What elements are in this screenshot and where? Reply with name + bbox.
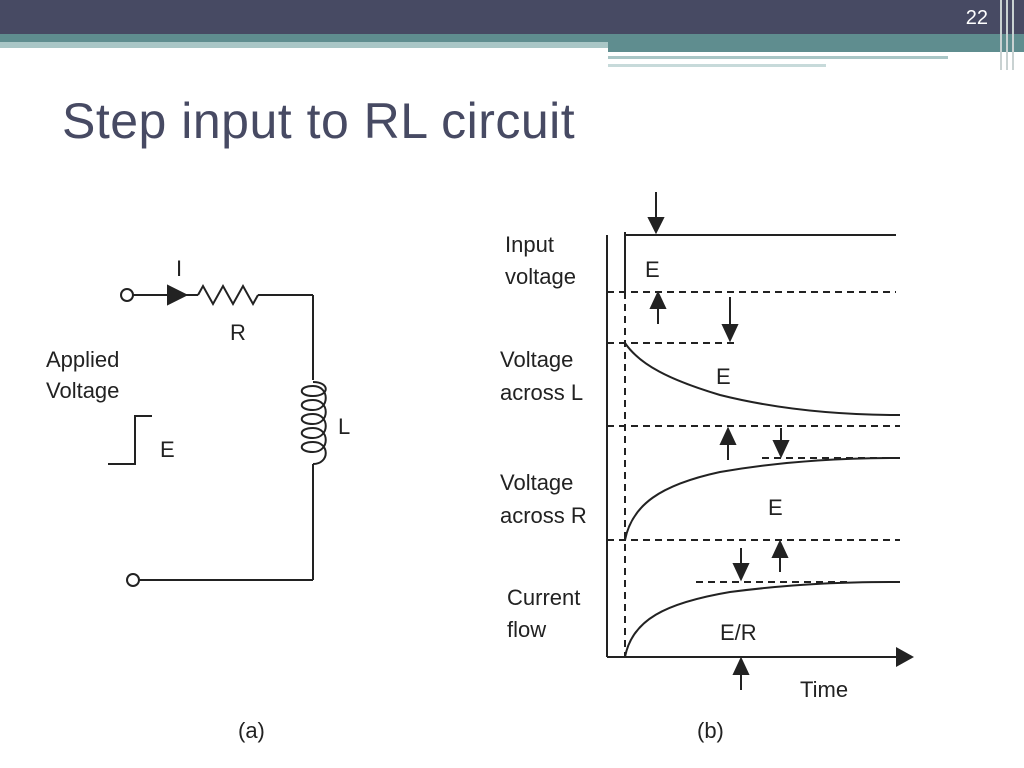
decor-line bbox=[1000, 0, 1002, 70]
waveform-diagram bbox=[606, 232, 914, 667]
magnitude-arrows bbox=[647, 192, 790, 690]
decor-line bbox=[1006, 0, 1008, 70]
caption-b: (b) bbox=[697, 718, 724, 743]
decor-line bbox=[608, 64, 826, 67]
slide-number: 22 bbox=[965, 7, 988, 29]
input-terminal-bottom bbox=[126, 573, 140, 587]
applied-voltage-label: Voltage bbox=[46, 378, 119, 403]
resistor-label: R bbox=[230, 320, 246, 345]
step-voltage-label: E bbox=[160, 437, 175, 462]
row-label-inductor: across L bbox=[500, 380, 583, 405]
slide-top-bar bbox=[0, 0, 1024, 34]
row-label-current: flow bbox=[507, 617, 546, 642]
current-arrow bbox=[167, 284, 189, 306]
time-axis-label: Time bbox=[800, 677, 848, 702]
inductor-coil bbox=[300, 381, 327, 465]
input-terminal-top bbox=[120, 288, 134, 302]
decor-line bbox=[608, 56, 948, 59]
input-voltage-curve bbox=[624, 234, 896, 292]
row-label-current: Current bbox=[507, 585, 580, 610]
inductor-magnitude-label: E bbox=[716, 364, 731, 389]
input-magnitude-label: E bbox=[645, 257, 660, 282]
decor-band bbox=[0, 42, 610, 48]
step-input-symbol bbox=[108, 415, 152, 465]
current-magnitude-label: E/R bbox=[720, 620, 757, 645]
circuit-diagram bbox=[108, 283, 327, 587]
row-label-resistor: Voltage bbox=[500, 470, 573, 495]
resistor-voltage-curve bbox=[624, 457, 901, 541]
row-label-inductor: Voltage bbox=[500, 347, 573, 372]
inductor-label: L bbox=[338, 414, 350, 439]
inductor-voltage-curve bbox=[624, 342, 901, 416]
caption-a: (a) bbox=[238, 718, 265, 743]
row-label-input: voltage bbox=[505, 264, 576, 289]
current-label: I bbox=[176, 256, 182, 281]
row-label-input: Input bbox=[505, 232, 554, 257]
decor-line bbox=[1012, 0, 1014, 70]
decor-band bbox=[0, 34, 1024, 42]
current-curve bbox=[624, 581, 901, 658]
applied-voltage-label: Applied bbox=[46, 347, 119, 372]
resistor-symbol bbox=[197, 283, 259, 307]
decor-band bbox=[608, 42, 1024, 52]
time-axis-arrow bbox=[896, 647, 914, 667]
row-label-resistor: across R bbox=[500, 503, 587, 528]
slide-title: Step input to RL circuit bbox=[62, 93, 576, 149]
resistor-magnitude-label: E bbox=[768, 495, 783, 520]
